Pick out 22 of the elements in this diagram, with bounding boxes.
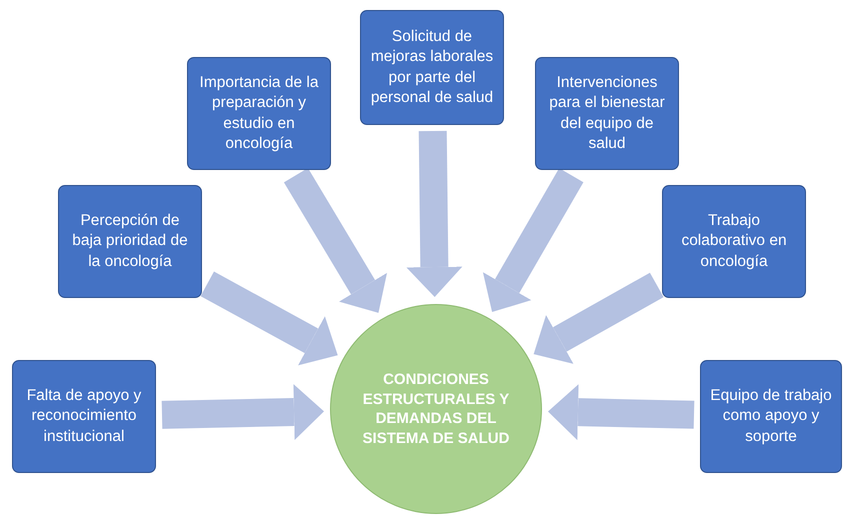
box-text: Solicitud de mejoras laborales por parte del personal de salud — [370, 27, 494, 108]
block-arrow — [482, 168, 584, 312]
process-box — [58, 185, 202, 298]
box-text: Percepción de baja prioridad de la oncología — [71, 211, 189, 272]
process-box — [12, 360, 156, 473]
process-box — [187, 57, 331, 170]
process-box — [535, 57, 679, 170]
block-arrow — [162, 384, 324, 440]
process-box — [360, 10, 504, 125]
box-text: Intervenciones para el bienestar del equipo de salud — [548, 73, 666, 154]
block-arrow — [406, 130, 462, 297]
box-text: Trabajo colaborativo en oncología — [680, 211, 788, 272]
block-arrow — [548, 384, 694, 440]
box-text: Falta de apoyo y reconocimiento institucional — [26, 386, 142, 447]
circle-text: CONDICIONES ESTRUCTURALES Y DEMANDAS DEL SISTEMA DE SALUD — [362, 370, 510, 448]
box-text: Equipo de trabajo como apoyo y soporte — [709, 386, 833, 447]
block-arrow — [200, 272, 338, 366]
box-text: Importancia de la preparación y estudio en oncología — [198, 73, 320, 154]
block-arrow — [284, 168, 388, 313]
process-box — [662, 185, 806, 298]
process-box — [700, 360, 842, 473]
block-arrow — [534, 272, 664, 364]
